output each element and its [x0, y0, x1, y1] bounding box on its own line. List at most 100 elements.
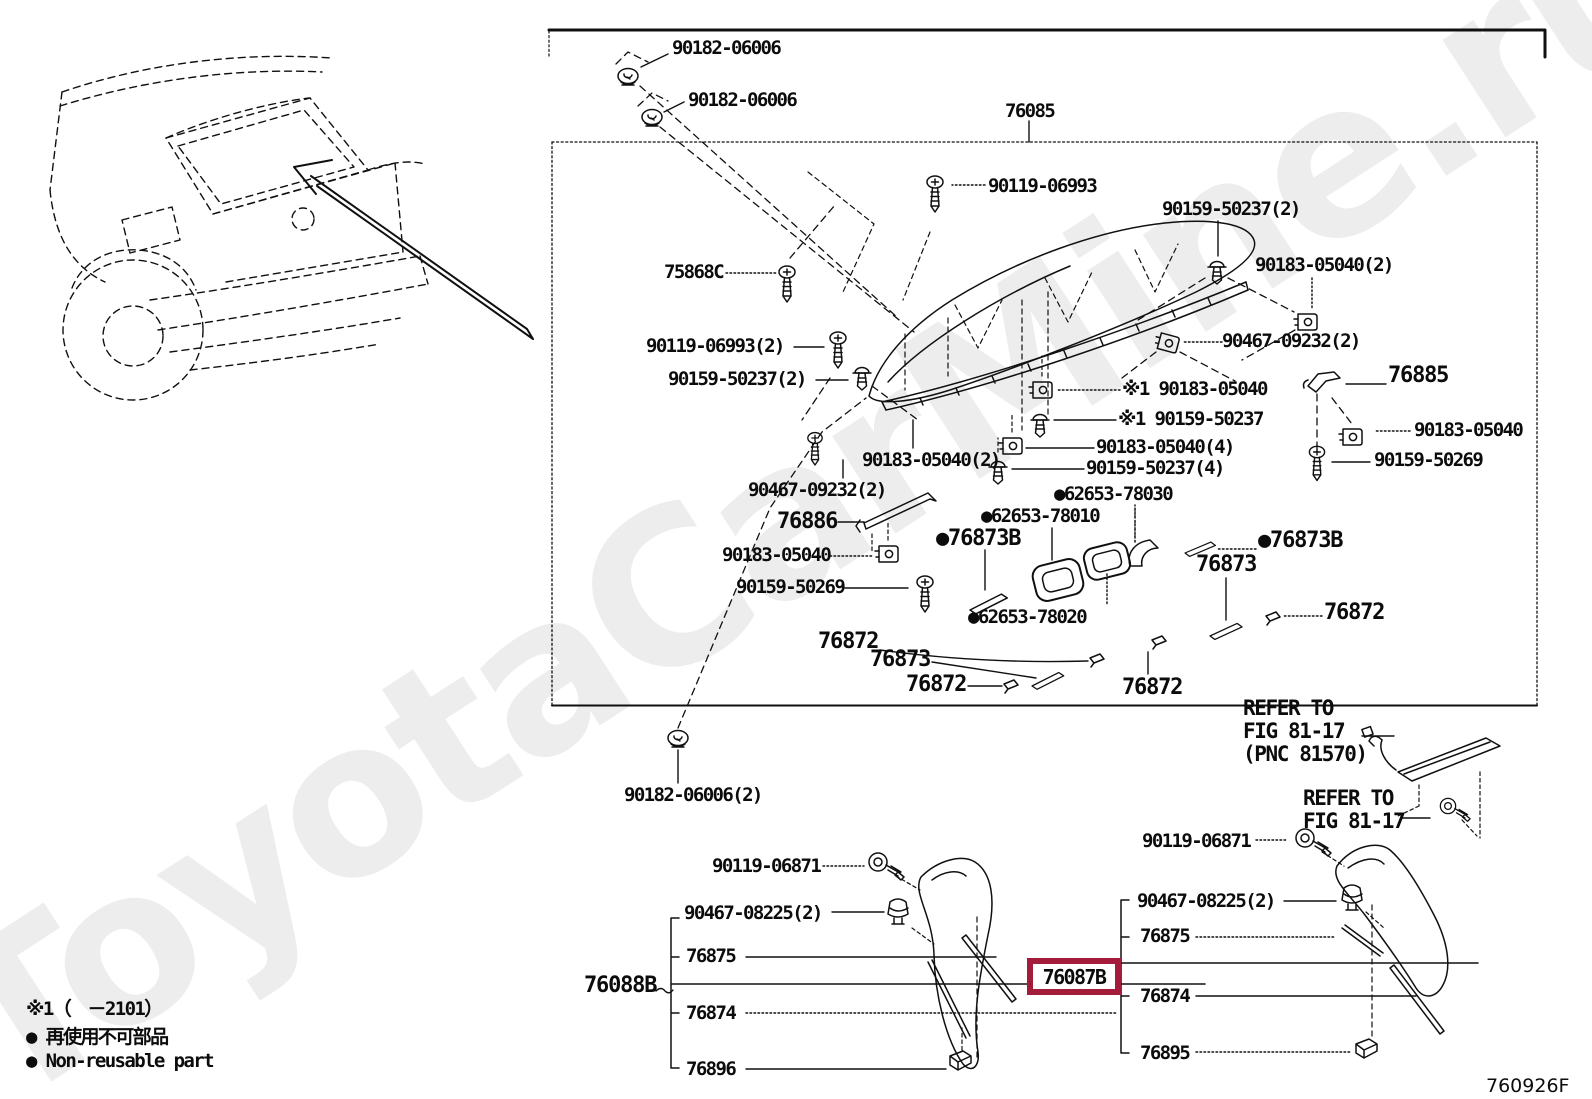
highlighted-part-label[interactable]: 76087B — [1042, 964, 1107, 989]
outer-frame — [547, 28, 1547, 59]
grommet-icon — [617, 67, 639, 86]
bolt-icon — [868, 852, 905, 881]
part-number-label[interactable]: 76085 — [1005, 100, 1056, 122]
part-number-label[interactable]: ●76873B — [1258, 528, 1344, 553]
part-number-label[interactable]: 76875 — [1140, 925, 1191, 947]
part-number-label[interactable]: ●62653-78010 — [981, 505, 1101, 527]
refer-note-line: (PNC 81570) — [1243, 742, 1368, 766]
part-number-label[interactable]: 76873 — [1196, 552, 1257, 577]
retainer-icon — [1030, 413, 1050, 438]
screw-icon — [807, 431, 823, 466]
assembly-box — [551, 141, 1538, 707]
part-number-label[interactable]: 90467-09232(2) — [1222, 330, 1361, 352]
clip-icon — [1355, 1038, 1378, 1059]
part-number-label[interactable]: 90183-05040 — [1414, 419, 1524, 441]
part-number-label[interactable]: 76872 — [1122, 675, 1183, 700]
part-number-label[interactable]: ●76873B — [936, 526, 1022, 551]
gasket-ring-icon — [1031, 558, 1085, 602]
legend-nonreusable-jp: ● 再使用不可部品 — [26, 1026, 169, 1048]
screw-icon — [916, 575, 934, 613]
part-number-label[interactable]: 90182-06006 — [672, 37, 782, 59]
part-number-label[interactable]: 90182-06006(2) — [624, 784, 763, 806]
part-number-label[interactable]: 90182-06006 — [688, 89, 798, 111]
part-number-label[interactable]: ※1 90183-05040 — [1122, 378, 1268, 400]
screw-icon — [829, 331, 847, 369]
screw-icon — [1308, 445, 1326, 482]
figure-code: 760926F — [1486, 1075, 1570, 1097]
fastener-icons — [617, 67, 1471, 1071]
small-connector-dashes — [871, 355, 1481, 1051]
clip-icon — [1089, 653, 1105, 668]
part-number-label[interactable]: 76895 — [1140, 1042, 1191, 1064]
clip-icon — [874, 545, 899, 563]
clip-icon — [1151, 635, 1167, 650]
tape-strip-icon — [1029, 670, 1066, 691]
pointer-arrow — [293, 159, 534, 340]
part-number-label[interactable]: 90119-06993(2) — [646, 335, 785, 357]
refer-note-line: FIG 81-17 — [1303, 809, 1406, 833]
part-number-label[interactable]: 90159-50237(4) — [1086, 457, 1225, 479]
retainer-icon — [852, 366, 872, 391]
part-number-label[interactable]: 76873 — [870, 647, 931, 672]
part-number-label[interactable]: 90159-50237(2) — [1162, 198, 1301, 220]
part-number-label[interactable]: 90159-50237(2) — [668, 368, 807, 390]
part-number-label[interactable]: 90119-06871 — [712, 855, 822, 877]
part-number-label[interactable]: 90467-08225(2) — [684, 902, 823, 924]
part-number-label[interactable]: 75868C — [664, 261, 725, 283]
car-illustration — [49, 55, 429, 401]
legend-nonreusable-en: ● Non-reusable part — [26, 1050, 215, 1072]
screw-icon — [926, 175, 944, 213]
part-number-label[interactable]: 76885 — [1388, 363, 1449, 388]
dotted-leader-lines — [725, 184, 1411, 1053]
part-number-label[interactable]: 76088B — [584, 973, 657, 998]
part-number-label[interactable]: 76896 — [686, 1058, 737, 1080]
stop-lamp-illustration — [1361, 725, 1501, 782]
clip-icon — [1152, 331, 1181, 355]
leader-lines — [640, 53, 1431, 1070]
construction-lines — [615, 51, 1353, 729]
bolt-icon — [1439, 797, 1471, 822]
hook-icon — [1302, 371, 1341, 393]
part-number-label[interactable]: 76872 — [1324, 600, 1385, 625]
bracket-scoop-icon — [1128, 539, 1159, 567]
clip-icon — [1341, 884, 1363, 911]
part-number-label[interactable]: 76874 — [1140, 985, 1191, 1007]
clip-icon — [1338, 428, 1363, 446]
part-number-label[interactable]: 76872 — [818, 629, 879, 654]
clip-icon — [998, 437, 1023, 455]
highlighted-part-box[interactable]: 76087B — [1027, 958, 1121, 995]
part-number-label[interactable]: ●62653-78030 — [1054, 483, 1174, 505]
part-number-label[interactable]: 90159-50269 — [1374, 449, 1484, 471]
part-number-label[interactable]: 76874 — [686, 1002, 737, 1024]
part-number-label[interactable]: 90159-50269 — [736, 576, 846, 598]
spoiler-assembly — [868, 220, 1256, 411]
grommet-icon — [641, 108, 663, 127]
clip-icon — [1265, 611, 1281, 626]
part-number-label[interactable]: 90183-05040(2) — [862, 449, 1001, 471]
part-number-label[interactable]: 90467-09232(2) — [748, 479, 887, 501]
spoiler-hidden-lines — [807, 171, 1179, 431]
gasket-ring-icon — [1082, 541, 1132, 581]
part-number-label[interactable]: 90119-06871 — [1142, 830, 1252, 852]
part-number-label[interactable]: 90467-08225(2) — [1137, 890, 1276, 912]
part-number-label[interactable]: ●62653-78020 — [968, 606, 1088, 628]
part-number-label[interactable]: 76886 — [777, 509, 838, 534]
part-number-label[interactable]: ※1 90159-50237 — [1118, 408, 1264, 430]
clip-icon — [1293, 313, 1318, 331]
part-number-label[interactable]: 76875 — [686, 945, 737, 967]
support-bar-icon — [855, 492, 937, 533]
refer-note-line: FIG 81-17 — [1243, 719, 1346, 743]
part-number-label[interactable]: 90119-06993 — [988, 175, 1098, 197]
tape-strip-icon — [1208, 622, 1245, 641]
bolt-icon — [1295, 828, 1332, 857]
part-number-label[interactable]: 90183-05040(4) — [1096, 436, 1235, 458]
refer-note-line: REFER TO — [1303, 786, 1394, 810]
refer-note-line: REFER TO — [1243, 696, 1334, 720]
part-number-label[interactable]: 90183-05040(2) — [1255, 254, 1394, 276]
part-number-label[interactable]: 76872 — [906, 672, 967, 697]
screw-icon — [778, 265, 796, 303]
legend-note: ※1（ －2101） — [26, 998, 163, 1020]
part-number-label[interactable]: 90183-05040 — [722, 544, 832, 566]
